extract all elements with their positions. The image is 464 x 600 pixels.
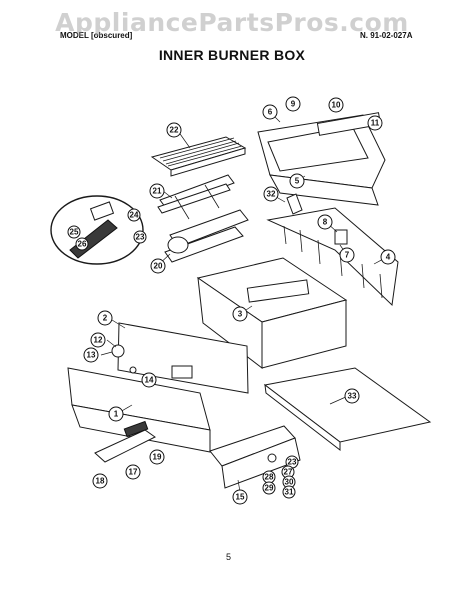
callout-8: 8 — [317, 214, 333, 230]
svg-text:24: 24 — [130, 211, 139, 220]
callout-21: 21 — [149, 183, 165, 199]
callout-20: 20 — [150, 258, 166, 274]
burner-part — [164, 209, 249, 263]
callout-27: 27 — [281, 465, 295, 479]
callout-6: 6 — [262, 104, 278, 120]
callout-17: 17 — [125, 464, 141, 480]
callout-23b: 23 — [285, 455, 299, 469]
bracket-part — [94, 420, 156, 463]
svg-text:4: 4 — [386, 253, 391, 262]
svg-text:15: 15 — [236, 493, 245, 502]
rail-part — [209, 425, 301, 489]
svg-text:17: 17 — [129, 468, 138, 477]
svg-text:30: 30 — [285, 478, 294, 487]
rear-panel-part — [257, 112, 386, 206]
callout-12: 12 — [90, 332, 106, 348]
side-panel-part — [266, 207, 399, 307]
svg-text:21: 21 — [153, 187, 162, 196]
svg-text:3: 3 — [238, 310, 243, 319]
small-hardware — [111, 193, 348, 463]
callout-1: 1 — [108, 406, 124, 422]
drip-tray-part — [263, 367, 432, 452]
svg-text:14: 14 — [145, 376, 154, 385]
callout-13: 13 — [83, 347, 99, 363]
callout-25: 25 — [67, 225, 81, 239]
svg-text:18: 18 — [96, 477, 105, 486]
watermark: AppliancePartsPros.com — [55, 8, 409, 37]
model-number-label: MODEL [obscured] — [60, 31, 133, 40]
svg-text:6: 6 — [268, 108, 273, 117]
page-number: 5 — [226, 552, 232, 562]
svg-text:25: 25 — [70, 228, 79, 237]
callout-3: 3 — [232, 306, 248, 322]
svg-text:9: 9 — [291, 100, 296, 109]
svg-text:5: 5 — [295, 177, 300, 186]
callout-4: 4 — [380, 249, 396, 265]
callout-26: 26 — [75, 237, 89, 251]
svg-text:12: 12 — [94, 336, 103, 345]
svg-text:1: 1 — [114, 410, 119, 419]
svg-text:29: 29 — [265, 484, 274, 493]
radiant-rack-part — [157, 174, 235, 220]
svg-text:23: 23 — [288, 458, 297, 467]
callout-33: 33 — [344, 388, 360, 404]
callout-11: 11 — [367, 115, 383, 131]
callout-30: 30 — [282, 475, 296, 489]
svg-text:10: 10 — [332, 101, 341, 110]
svg-text:2: 2 — [103, 314, 108, 323]
svg-text:32: 32 — [267, 190, 276, 199]
svg-text:27: 27 — [284, 468, 293, 477]
grate-part — [150, 136, 247, 177]
callout-24: 24 — [127, 208, 141, 222]
svg-text:26: 26 — [78, 240, 87, 249]
svg-text:13: 13 — [87, 351, 96, 360]
callout-22: 22 — [166, 122, 182, 138]
callout-28: 28 — [262, 470, 276, 484]
svg-text:22: 22 — [170, 126, 179, 135]
callout-32: 32 — [263, 186, 279, 202]
svg-text:7: 7 — [345, 251, 350, 260]
callout-23: 23 — [133, 230, 147, 244]
callout-29: 29 — [262, 481, 276, 495]
document-number-label: N. 91-02-027A — [360, 31, 413, 40]
callout-5: 5 — [289, 173, 305, 189]
callout-9: 9 — [285, 96, 301, 112]
svg-text:8: 8 — [323, 218, 328, 227]
svg-text:28: 28 — [265, 473, 274, 482]
svg-text:19: 19 — [153, 453, 162, 462]
svg-text:23: 23 — [136, 233, 145, 242]
callout-15: 15 — [232, 489, 248, 505]
callout-7: 7 — [339, 247, 355, 263]
callout-19: 19 — [149, 449, 165, 465]
callout-18: 18 — [92, 473, 108, 489]
callout-31: 31 — [282, 485, 296, 499]
igniter-detail-inset — [50, 195, 144, 265]
diagram-title: INNER BURNER BOX — [158, 47, 306, 63]
svg-text:33: 33 — [348, 392, 357, 401]
callout-2: 2 — [97, 310, 113, 326]
callout-10: 10 — [328, 97, 344, 113]
svg-text:31: 31 — [285, 488, 294, 497]
svg-text:11: 11 — [371, 119, 380, 128]
callout-14: 14 — [141, 372, 157, 388]
svg-text:20: 20 — [154, 262, 163, 271]
